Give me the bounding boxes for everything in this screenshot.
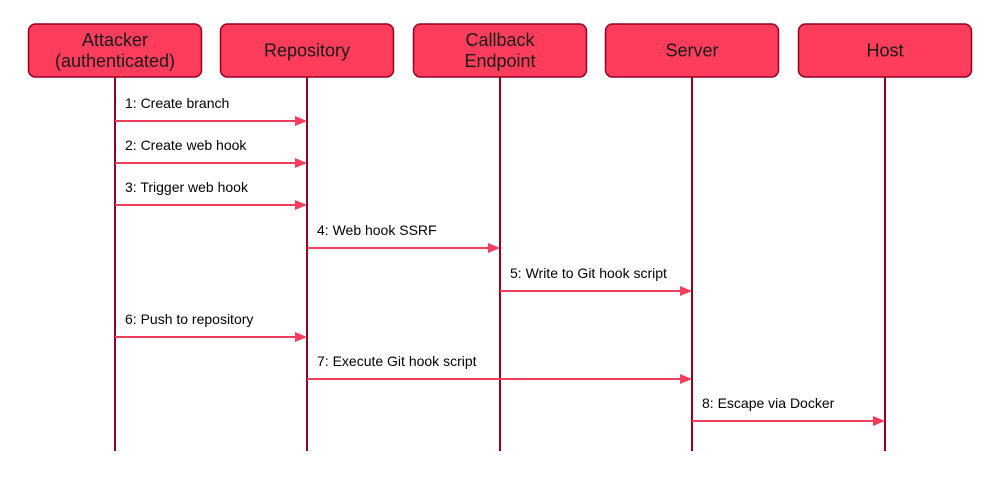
message-label: 7: Execute Git hook script [317,353,477,369]
actor-box-server [604,23,780,78]
message-8: 8: Escape via Docker [692,395,885,426]
arrowhead-icon [680,286,692,296]
message-label: 1: Create branch [125,95,229,111]
actor-label-repository: Repository [264,41,350,61]
message-6: 6: Push to repository [115,311,307,342]
actor-box-attacker [27,23,203,78]
message-label: 8: Escape via Docker [702,395,835,411]
arrowhead-icon [295,158,307,168]
actor-label-attacker: Attacker [82,30,148,50]
actors: Attacker(authenticated) Repository Callbac… [27,23,973,78]
message-2: 2: Create web hook [115,137,307,168]
actor-label-attacker: (authenticated) [55,51,175,71]
message-7: 7: Execute Git hook script [307,353,692,384]
arrowhead-icon [680,374,692,384]
arrowhead-icon [488,243,500,253]
actor-attacker: Attacker(authenticated) [27,23,203,78]
actor-box-callback [412,23,588,78]
actor-repository: Repository [219,23,395,78]
arrowhead-icon [295,116,307,126]
messages: 1: Create branch 2: Create web hook 3: Tri… [115,95,885,426]
actor-label-callback: Endpoint [464,51,535,71]
message-1: 1: Create branch [115,95,307,126]
message-label: 2: Create web hook [125,137,247,153]
message-3: 3: Trigger web hook [115,179,307,210]
arrowhead-icon [295,332,307,342]
actor-box-repository [219,23,395,78]
actor-host: Host [797,23,973,78]
actor-server: Server [604,23,780,78]
message-label: 6: Push to repository [125,311,253,327]
actor-label-callback: Callback [465,30,535,50]
message-4: 4: Web hook SSRF [307,222,500,253]
message-5: 5: Write to Git hook script [500,265,692,296]
message-label: 3: Trigger web hook [125,179,249,195]
message-label: 4: Web hook SSRF [317,222,437,238]
actor-label-host: Host [866,41,903,61]
actor-box-host [797,23,973,78]
actor-label-server: Server [665,41,718,61]
arrowhead-icon [873,416,885,426]
lifelines [114,77,886,451]
arrowhead-icon [295,200,307,210]
message-label: 5: Write to Git hook script [510,265,667,281]
